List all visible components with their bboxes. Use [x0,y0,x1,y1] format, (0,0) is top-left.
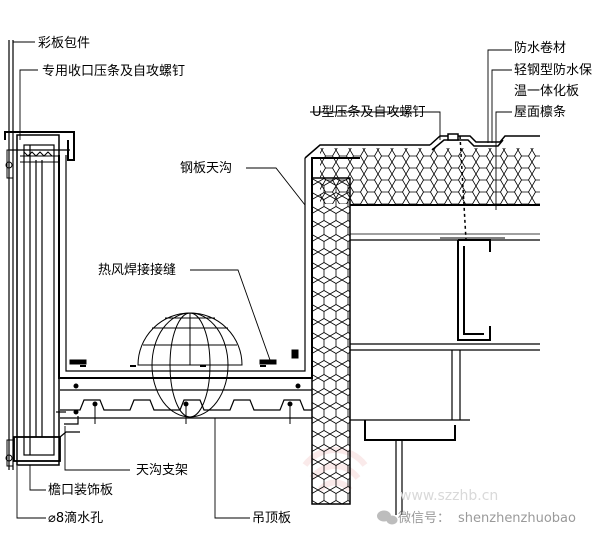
label-u-yatiao: U型压条及自攻螺钉 [312,104,426,120]
label-dishui-kong: ⌀8滴水孔 [48,510,103,526]
label-wumian-linjiao: 屋面檩条 [514,104,566,120]
label-qinggang-line1: 轻钢型防水保 [514,62,592,78]
leader-lines [13,41,512,519]
label-fangshui-juancai: 防水卷材 [514,40,566,56]
label-zhuanyong-shoukou: 专用收口压条及自攻螺钉 [42,63,185,79]
label-tiangou-zhijia: 天沟支架 [136,463,188,478]
self-tapping-screw-top [5,149,58,179]
watermark-account: shenzhenzhuobao [458,511,576,526]
watermark-wechat: 微信号： [398,511,450,526]
steel-column [350,343,540,515]
insulated-wall-panel [311,177,351,505]
eave-decorative-board [4,40,80,470]
drip-hole-screw [5,439,14,467]
label-diaoding-ban: 吊顶板 [252,511,291,526]
outlet-globe [137,312,243,418]
roof-purlin [440,237,505,341]
watermark-site: www.szzhb.cn [400,488,498,504]
label-qinggang-line2: 温一体化板 [514,84,579,99]
label-yankou-zhuangshi: 檐口装饰板 [48,483,113,498]
label-caiban-baojian: 彩板包件 [38,36,90,51]
insulated-roof-panel [304,144,540,241]
label-gangban-tiangou: 钢板天沟 [180,161,232,176]
wechat-icon [377,510,398,525]
gutter-support [56,389,312,425]
support-bolts [73,383,301,415]
hot-air-weld-seam [69,349,299,365]
label-refeng-hanjie: 热风焊接接缝 [98,262,176,278]
